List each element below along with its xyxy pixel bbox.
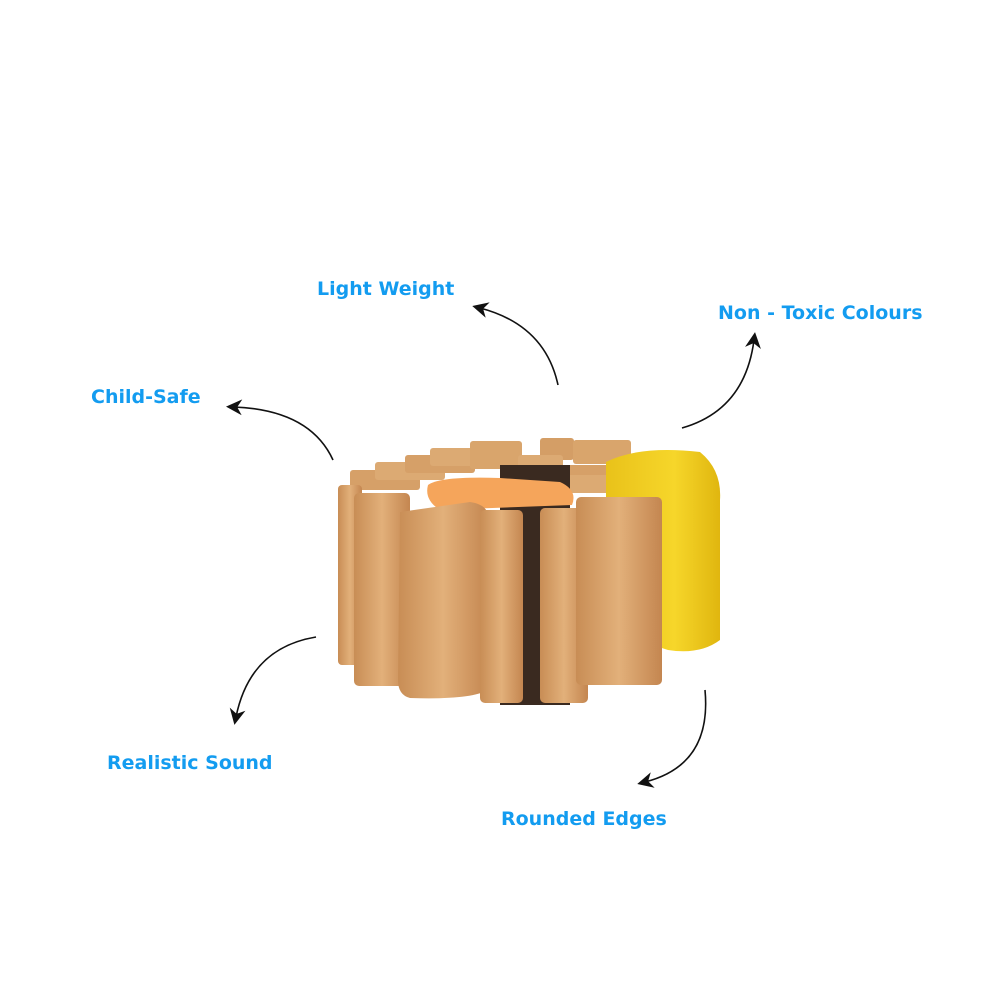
arrow-rounded-edges: [637, 689, 707, 788]
arrow-child-safe: [226, 399, 334, 461]
feature-label-non-toxic: Non - Toxic Colours: [718, 302, 923, 324]
feature-label-realistic-sound: Realistic Sound: [107, 752, 273, 774]
wooden-block-instrument: [338, 438, 721, 705]
arrow-non-toxic: [681, 332, 761, 429]
feature-label-light-weight: Light Weight: [317, 278, 455, 300]
feature-label-rounded-edges: Rounded Edges: [501, 808, 667, 830]
arrow-light-weight: [472, 302, 559, 386]
arrow-realistic-sound: [229, 636, 317, 725]
feature-label-child-safe: Child-Safe: [91, 386, 201, 408]
